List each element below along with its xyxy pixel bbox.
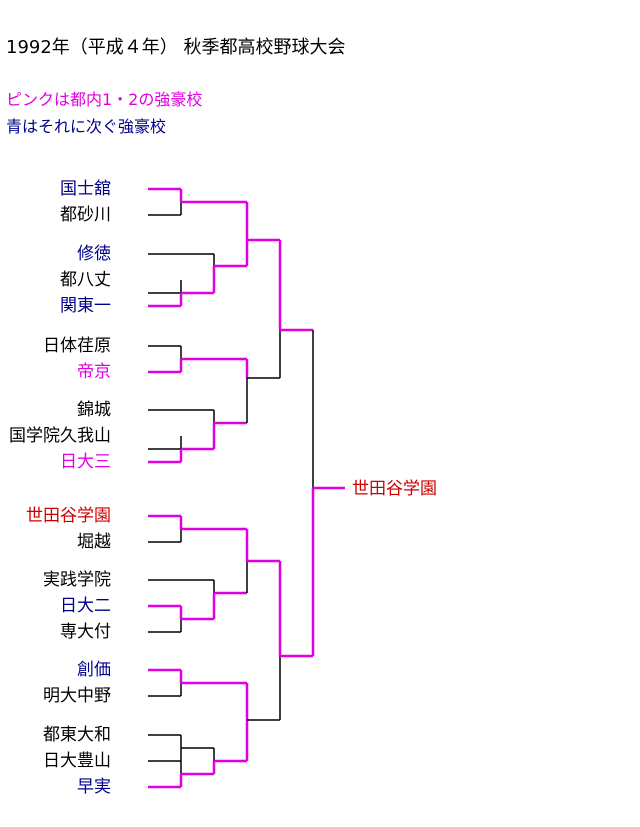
team-name: 錦城 [77, 400, 111, 420]
team-name: 実践学院 [43, 570, 111, 590]
team-name: 世田谷学園 [26, 506, 111, 526]
team-name: 日大豊山 [43, 751, 111, 771]
team-name: 明大中野 [43, 686, 111, 706]
team-name: 国士舘 [60, 179, 111, 199]
team-name: 専大付 [60, 622, 111, 642]
team-name: 都八丈 [60, 270, 111, 290]
team-name: 関東一 [60, 296, 111, 316]
legend-pink-note: ピンクは都内1・2の強豪校 [6, 90, 203, 109]
team-name: 帝京 [77, 362, 111, 382]
team-name: 都東大和 [43, 725, 111, 745]
champion-label: 世田谷学園 [352, 479, 437, 499]
team-name: 日体荏原 [43, 336, 111, 356]
page-title: 1992年（平成４年） 秋季都高校野球大会 [6, 37, 346, 58]
team-name: 堀越 [77, 532, 111, 552]
team-name: 日大二 [60, 596, 111, 616]
team-name: 創価 [77, 660, 111, 680]
team-name: 都砂川 [60, 205, 111, 225]
team-name: 早実 [77, 777, 111, 797]
team-name: 国学院久我山 [9, 426, 111, 446]
legend-blue-note: 青はそれに次ぐ強豪校 [6, 117, 167, 136]
team-name: 修徳 [77, 244, 111, 264]
team-name: 日大三 [60, 452, 111, 472]
